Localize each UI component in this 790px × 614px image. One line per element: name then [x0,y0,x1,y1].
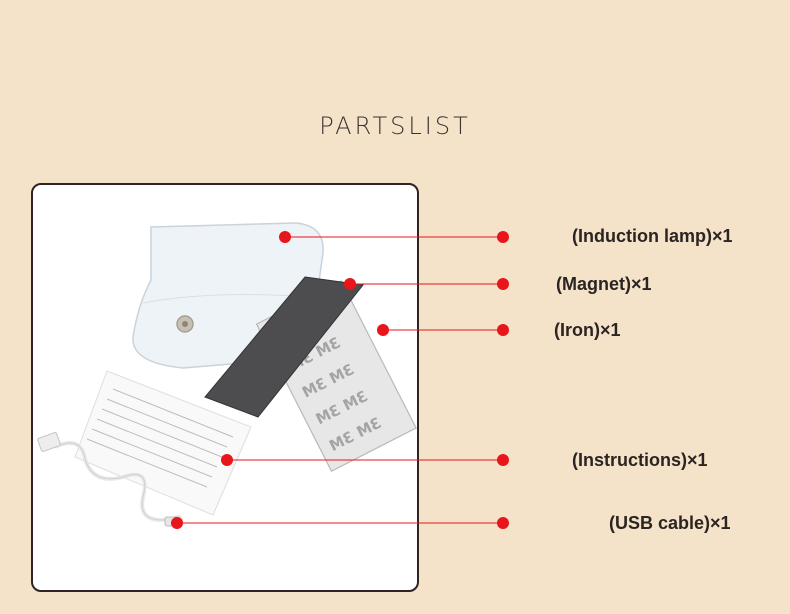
product-photo-frame: MƐ MƐ MƐ MƐ MƐ MƐ MƐ MƐ MƐ MƐ [31,183,419,592]
page-title: PARTSLIST [319,112,471,140]
part-label-usb-cable: (USB cable)×1 [609,513,731,533]
part-label-magnet: (Magnet)×1 [556,274,652,294]
callout-dot-usb-cable [171,517,183,529]
callout-dot-magnet [344,278,356,290]
part-label-instructions: (Instructions)×1 [572,450,708,470]
part-label-iron: (Iron)×1 [554,320,621,340]
callout-dot-instructions [221,454,233,466]
instructions-image [74,370,252,516]
magnet-image [204,276,364,418]
callout-dot-induction-lamp [279,231,291,243]
product-photo: MƐ MƐ MƐ MƐ MƐ MƐ MƐ MƐ MƐ MƐ [37,222,417,527]
callout-dot-usb-cable-end [497,517,509,529]
callout-dot-instructions-end [497,454,509,466]
part-label-induction-lamp: (Induction lamp)×1 [572,226,733,246]
callout-dot-magnet-end [497,278,509,290]
callout-dot-iron [377,324,389,336]
callout-dot-induction-lamp-end [497,231,509,243]
callout-dot-iron-end [497,324,509,336]
